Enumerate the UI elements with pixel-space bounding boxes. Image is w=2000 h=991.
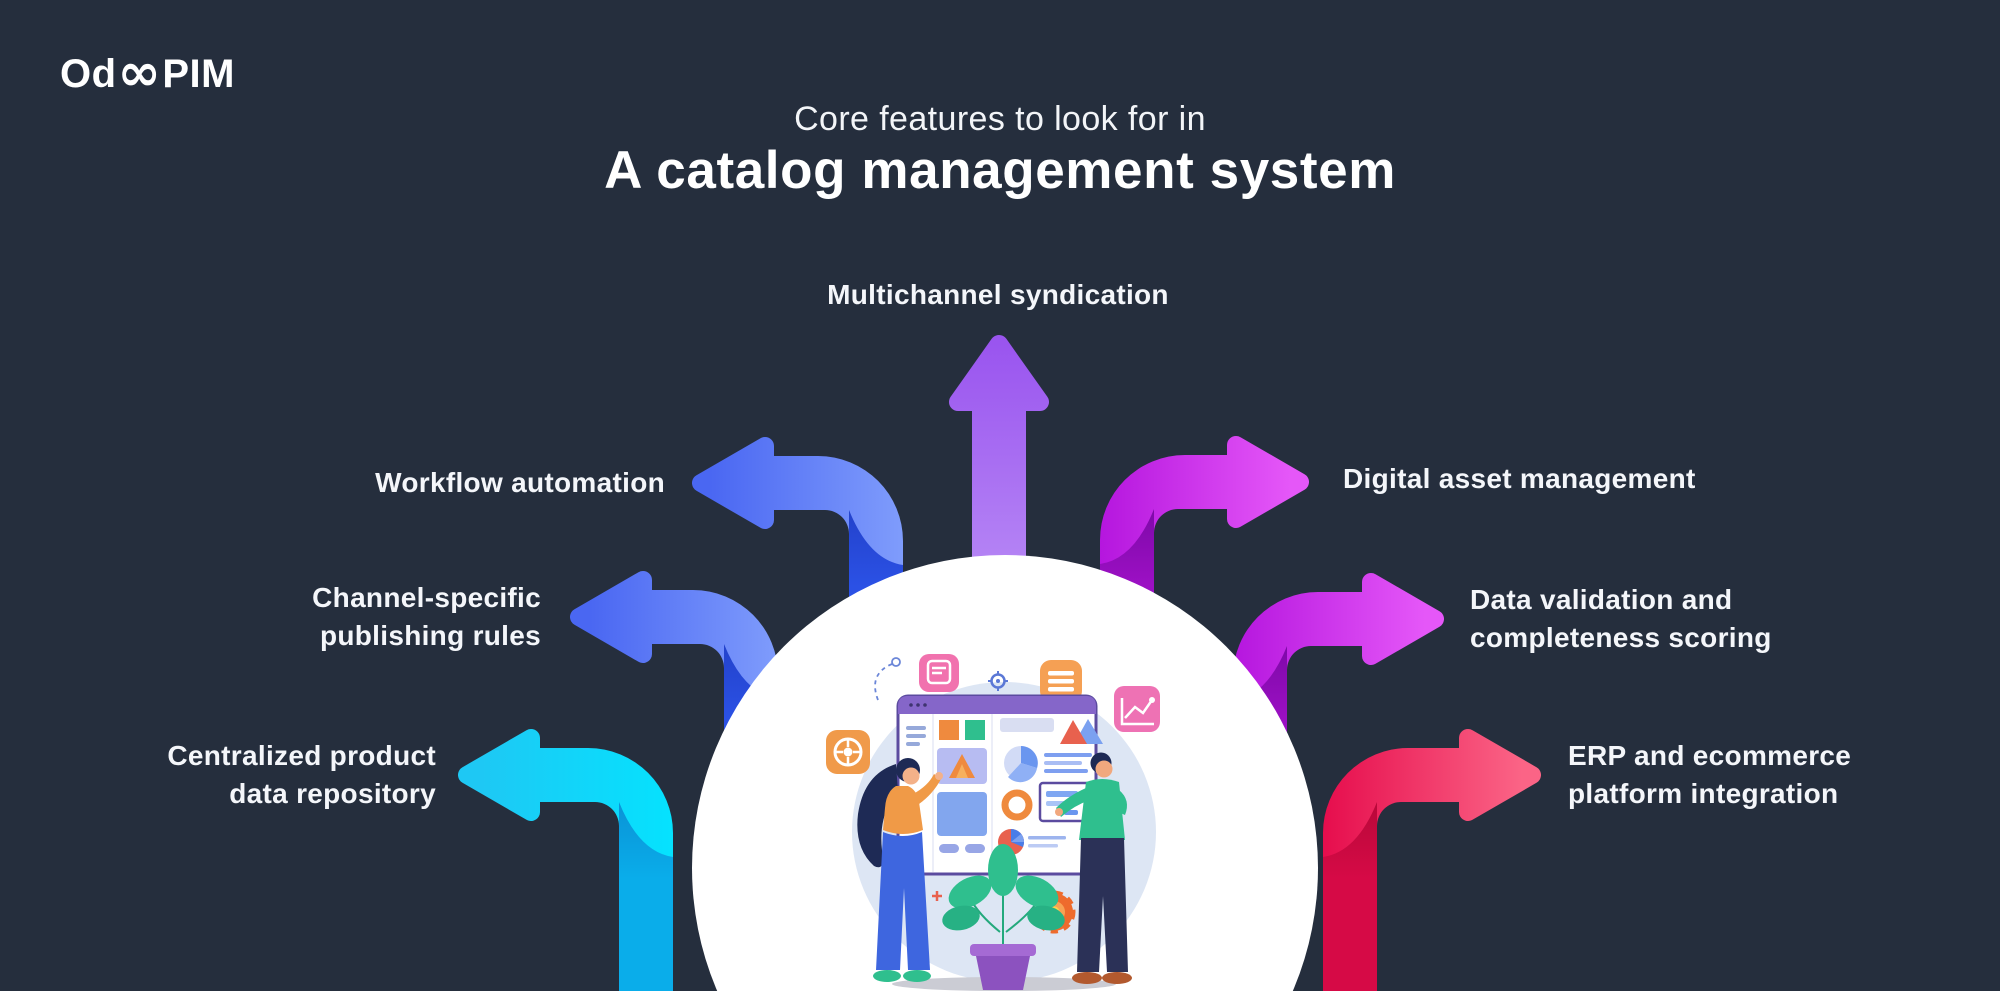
feature-label-centralized-product-data-repository: Centralized product data repository — [167, 740, 436, 809]
wheel-icon — [826, 730, 870, 774]
feature-label-data-validation-and-completeness-scoring: Data validation and completeness scoring — [1470, 584, 1772, 653]
gear-icon — [988, 671, 1008, 691]
arrow-left-head — [570, 571, 652, 663]
odoopim-logo: Od∞PIM — [60, 42, 235, 103]
arrow-right-head — [1227, 436, 1309, 528]
donut-chart — [1001, 789, 1033, 821]
arrow-left-head — [458, 729, 540, 821]
connector-dot — [891, 657, 901, 667]
feature-label-channel-specific-publishing-rules: Channel-specific publishing rules — [312, 582, 541, 651]
feature-label-multichannel-syndication: Multichannel syndication — [827, 279, 1169, 310]
arrow-centralized-product-data-repository — [458, 729, 673, 991]
central-illustration — [818, 652, 1186, 991]
logo-text-prefix: Od — [60, 52, 117, 96]
page-title: A catalog management system — [604, 141, 1396, 200]
arrow-left-head — [692, 437, 774, 529]
infinity-icon: ∞ — [117, 42, 162, 103]
feature-label-workflow-automation: Workflow automation — [375, 467, 665, 498]
man-figure — [1055, 752, 1132, 984]
menu-icon — [1040, 660, 1082, 702]
feature-label-digital-asset-management: Digital asset management — [1343, 463, 1696, 494]
arrow-up-head — [949, 335, 1049, 411]
plus-decoration — [932, 891, 942, 901]
chart-icon — [1114, 686, 1160, 732]
feature-label-erp-and-ecommerce-platform-integration: ERP and ecommerce platform integration — [1568, 740, 1852, 809]
potted-plant — [942, 844, 1065, 990]
woman-figure — [857, 758, 943, 982]
logo-text-suffix: PIM — [162, 52, 235, 96]
swatch-orange — [939, 720, 959, 740]
board-header — [898, 696, 1096, 714]
arrow-right-head — [1459, 729, 1541, 821]
arrow-right-head — [1362, 573, 1444, 665]
swatch-teal — [965, 720, 985, 740]
note-icon — [919, 654, 959, 692]
page-subtitle: Core features to look for in — [794, 100, 1206, 138]
arrow-erp-and-ecommerce-platform-integration — [1323, 729, 1541, 991]
